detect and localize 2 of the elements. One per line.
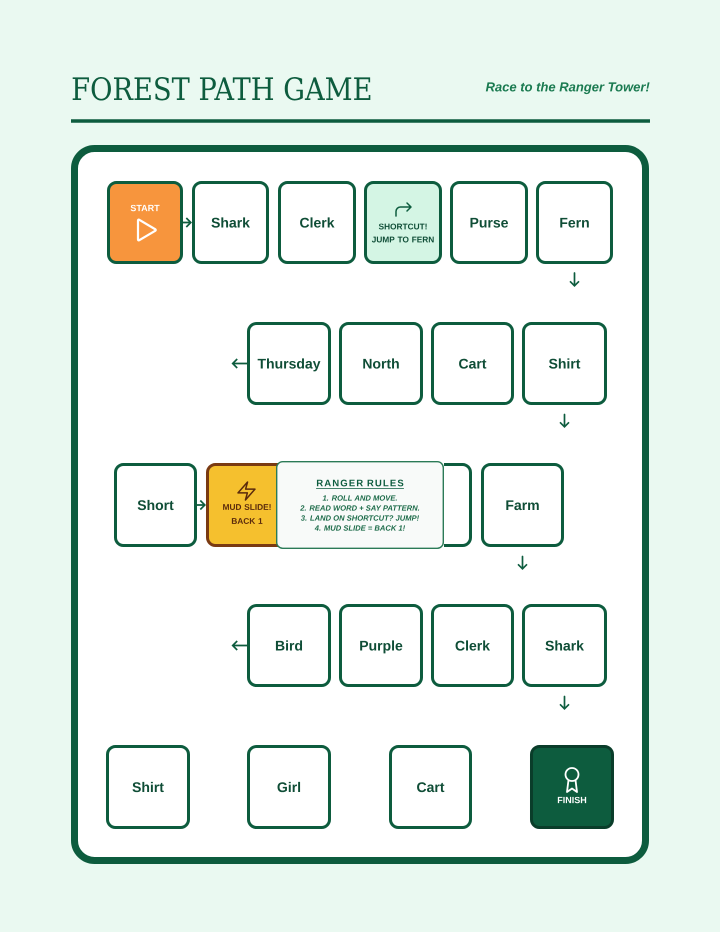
title: FOREST PATH GAME xyxy=(72,77,370,100)
subtitle: Race to the Ranger Tower! xyxy=(486,82,650,94)
